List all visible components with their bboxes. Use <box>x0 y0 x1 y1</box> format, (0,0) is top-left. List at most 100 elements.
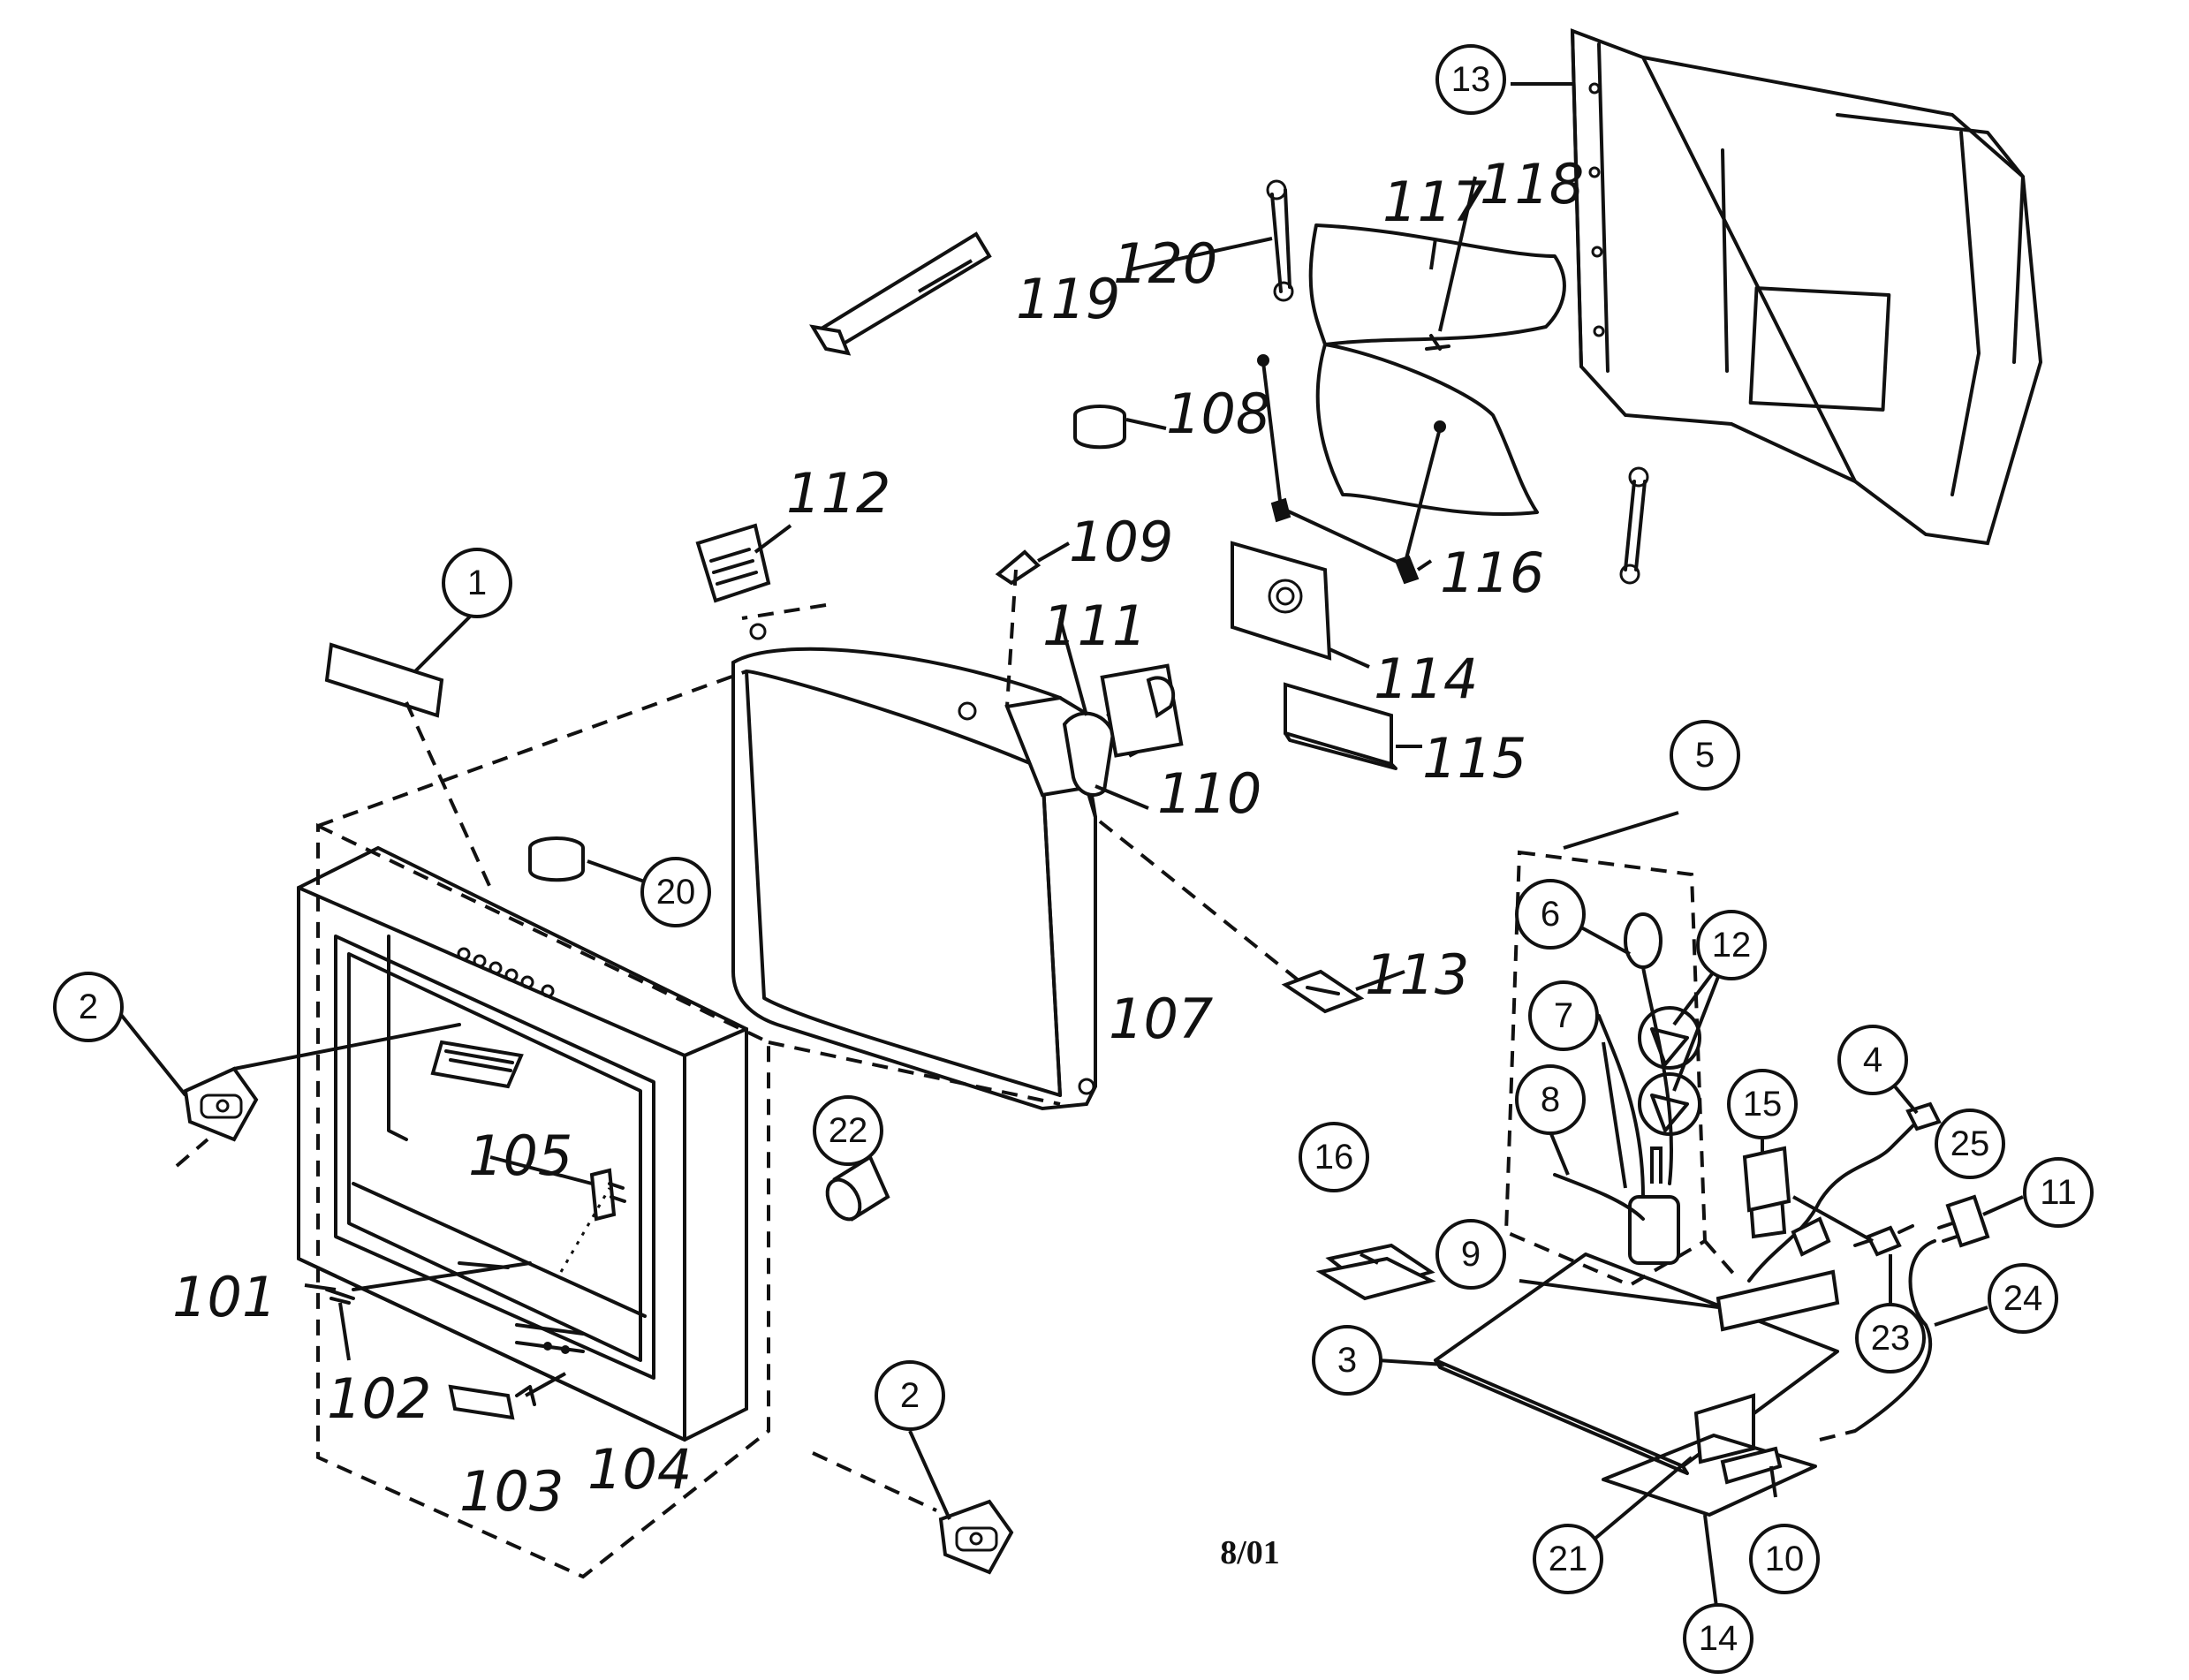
bracket-113 <box>1281 969 1365 1014</box>
callout-c1: 1 <box>442 548 512 618</box>
callout-label: 3 <box>1337 1341 1357 1380</box>
callout-c7: 7 <box>1528 980 1599 1051</box>
callout-c14: 14 <box>1683 1603 1753 1674</box>
callout-label: 2 <box>900 1376 920 1415</box>
callout-c4: 4 <box>1837 1025 1908 1095</box>
panel-103 <box>448 1384 515 1420</box>
deflection-yoke <box>1004 663 1184 798</box>
coil-holder <box>1266 179 1649 585</box>
callout-circle <box>1670 720 1740 791</box>
callout-circle <box>1683 1603 1753 1674</box>
callout-label: 8 <box>1541 1080 1560 1119</box>
main-chassis <box>1325 1172 1840 1517</box>
switch-11 <box>1937 1194 1990 1248</box>
picture-tube <box>731 623 1097 1111</box>
callout-label: 14 <box>1699 1619 1738 1658</box>
flyback-assembly <box>1504 850 1708 1288</box>
callout-c2a: 2 <box>53 972 124 1042</box>
ground-wire <box>1257 354 1446 585</box>
callout-label: 9 <box>1461 1235 1481 1274</box>
part-number-h108: 108 <box>1166 382 1270 446</box>
part-number-h113: 113 <box>1365 942 1469 1007</box>
bracket-2-left <box>183 1066 259 1142</box>
part-number-h114: 114 <box>1374 647 1478 711</box>
callout-circle <box>1435 1219 1506 1290</box>
callout-label: 23 <box>1871 1319 1911 1358</box>
degauss-coil <box>1308 223 1566 517</box>
part-number-h101: 101 <box>172 1265 276 1329</box>
callout-c10: 10 <box>1749 1524 1820 1594</box>
callout-label: 1 <box>467 564 487 602</box>
part-number-h109: 109 <box>1069 510 1173 574</box>
part-number-h120: 120 <box>1113 231 1217 296</box>
board-114 <box>1231 541 1332 661</box>
callout-circle <box>813 1095 883 1166</box>
front-cabinet-outline <box>316 822 770 1579</box>
callout-c8: 8 <box>1515 1064 1586 1135</box>
callout-c25: 25 <box>1935 1109 2005 1179</box>
callout-circle <box>1749 1524 1820 1594</box>
callout-circle <box>640 857 711 927</box>
callout-label: 2 <box>79 988 98 1026</box>
control-buttons <box>457 947 555 998</box>
clip-109 <box>995 549 1041 586</box>
callout-label: 20 <box>656 873 696 912</box>
callout-c23: 23 <box>1855 1303 1926 1374</box>
part-number-h103: 103 <box>459 1459 564 1524</box>
callout-c22: 22 <box>813 1095 883 1166</box>
callout-c11: 11 <box>2023 1157 2094 1228</box>
part-number-h111: 111 <box>1042 594 1147 658</box>
card-16 <box>1315 1256 1436 1301</box>
callout-label: 7 <box>1554 996 1573 1035</box>
callout-circle <box>1515 1064 1586 1135</box>
callout-circle <box>875 1360 945 1431</box>
callout-label: 24 <box>2003 1279 2043 1318</box>
label-115 <box>1284 682 1397 770</box>
part-number-h119: 119 <box>1016 267 1120 331</box>
callout-circle <box>442 548 512 618</box>
part-number-h116: 116 <box>1440 541 1544 605</box>
part-number-h110: 110 <box>1157 761 1261 826</box>
callout-label: 15 <box>1743 1085 1783 1124</box>
guide-lines <box>175 569 1856 1512</box>
leader-lines <box>113 82 2024 1622</box>
callout-circle <box>1727 1069 1798 1139</box>
part-number-h117: 117 <box>1382 170 1487 234</box>
power-cord <box>1747 1101 1942 1283</box>
callout-c2b: 2 <box>875 1360 945 1431</box>
callout-label: 6 <box>1541 895 1560 934</box>
callout-label: 22 <box>829 1111 868 1150</box>
callout-label: 21 <box>1549 1540 1588 1578</box>
callout-circle <box>1299 1122 1369 1192</box>
callout-c21: 21 <box>1533 1524 1603 1594</box>
callout-c3: 3 <box>1312 1325 1382 1396</box>
callout-c20: 20 <box>640 857 711 927</box>
callout-label: 16 <box>1314 1138 1354 1177</box>
clip-104 <box>515 1385 536 1406</box>
callout-c9: 9 <box>1435 1219 1506 1290</box>
callout-label: 25 <box>1950 1124 1990 1163</box>
callout-label: 12 <box>1712 926 1752 965</box>
callout-circle <box>2023 1157 2094 1228</box>
callout-c6: 6 <box>1515 879 1586 950</box>
callout-circle <box>1855 1303 1926 1374</box>
callout-c5: 5 <box>1670 720 1740 791</box>
cylinder-22 <box>825 1154 890 1222</box>
back-cabinet <box>1570 28 2043 546</box>
callout-circle <box>1696 910 1767 980</box>
part-number-h104: 104 <box>587 1437 692 1502</box>
callout-c16: 16 <box>1299 1122 1369 1192</box>
callout-c13: 13 <box>1435 44 1506 115</box>
callout-circle <box>1533 1524 1603 1594</box>
callout-label: 11 <box>2040 1173 2077 1212</box>
callout-circle <box>1515 879 1586 950</box>
callout-circle <box>1988 1263 2058 1334</box>
callout-label: 4 <box>1863 1041 1882 1079</box>
fuse-25 <box>1853 1224 1914 1257</box>
callout-circle <box>1837 1025 1908 1095</box>
part-number-h102: 102 <box>327 1366 431 1431</box>
callout-label: 10 <box>1765 1540 1805 1578</box>
